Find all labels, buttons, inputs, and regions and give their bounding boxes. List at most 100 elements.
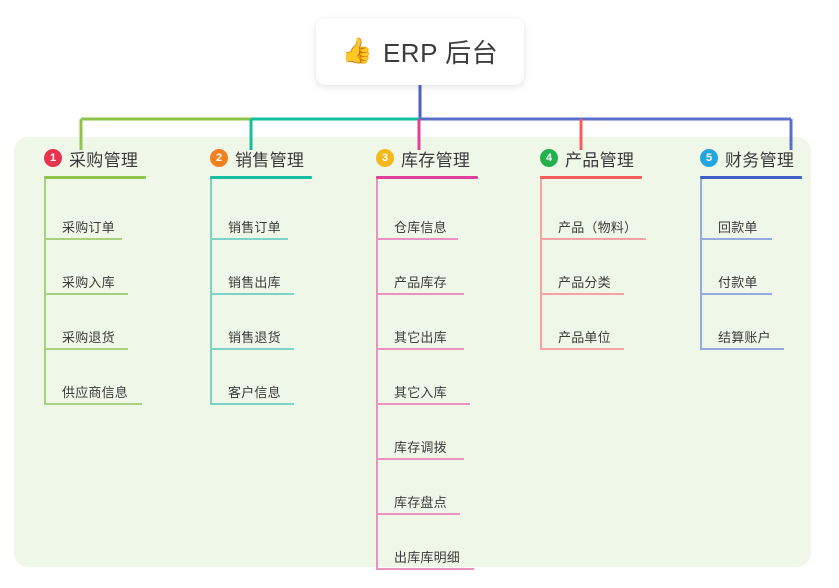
branch-spine [44, 179, 46, 405]
branch-item[interactable]: 仓库信息 [376, 185, 478, 240]
branch-item-label: 其它入库 [394, 385, 447, 400]
branch-item-underline [212, 293, 294, 295]
branch-item-label: 产品库存 [394, 275, 447, 290]
branch-header-4[interactable]: 4 产品管理 [540, 146, 642, 170]
branch-item-underline [378, 238, 458, 240]
branch-item[interactable]: 其它入库 [376, 350, 478, 405]
branch-item-label: 其它出库 [394, 330, 447, 345]
branch-item-label: 仓库信息 [394, 220, 447, 235]
branch-item[interactable]: 客户信息 [210, 350, 312, 405]
branch-item-label: 结算账户 [718, 330, 771, 345]
branch-header-1[interactable]: 1 采购管理 [44, 146, 146, 170]
branch-item[interactable]: 产品单位 [540, 295, 642, 350]
branch-item-label: 回款单 [718, 220, 758, 235]
branch-item[interactable]: 产品库存 [376, 240, 478, 295]
branch-header-bar [540, 176, 642, 179]
branch-item-label: 库存调拨 [394, 440, 447, 455]
branch-item[interactable]: 采购入库 [44, 240, 146, 295]
branch-item[interactable]: 其它出库 [376, 295, 478, 350]
root-node[interactable]: 👍 ERP 后台 [316, 18, 524, 85]
branch-item-list: 产品（物料） 产品分类产品单位 [540, 179, 646, 350]
branch-item[interactable]: 付款单 [700, 240, 802, 295]
branch-item[interactable]: 回款单 [700, 185, 802, 240]
branch-item-label: 产品分类 [558, 275, 611, 290]
branch-item-underline [212, 348, 294, 350]
branch-item-underline [542, 293, 624, 295]
branch-item-label: 销售出库 [228, 275, 281, 290]
branch-item[interactable]: 采购订单 [44, 185, 146, 240]
branch-item-underline [46, 348, 128, 350]
branch-header-bar [700, 176, 802, 179]
branch-spine [210, 179, 212, 405]
branch-item-underline [702, 238, 772, 240]
branch-item[interactable]: 销售退货 [210, 295, 312, 350]
branch-item-underline [702, 348, 784, 350]
branch-item-underline [378, 568, 474, 570]
branch-item-underline [212, 403, 294, 405]
branch-item-underline [542, 348, 624, 350]
branch-item-label: 付款单 [718, 275, 758, 290]
branch-item-list: 回款单付款单结算账户 [700, 179, 802, 350]
branch-item-label: 销售退货 [228, 330, 281, 345]
branch-item[interactable]: 出库库明细 [376, 515, 478, 570]
branch-item-label: 库存盘点 [394, 495, 447, 510]
branch-spine [700, 179, 702, 350]
branch-header-2[interactable]: 2 销售管理 [210, 146, 312, 170]
branch-title: 采购管理 [69, 150, 139, 170]
branch-header-bar [210, 176, 312, 179]
branch-number-badge: 2 [210, 149, 228, 167]
branch-item-underline [378, 403, 470, 405]
branch-item-list: 销售订单销售出库销售退货客户信息 [210, 179, 312, 405]
branch-column-4: 4 产品管理产品（物料） 产品分类产品单位 [540, 146, 646, 350]
root-node-content: 👍 ERP 后台 [342, 33, 498, 70]
branch-item-underline [378, 513, 460, 515]
branch-header-bar [376, 176, 478, 179]
branches-panel [14, 137, 811, 567]
branch-number-badge: 1 [44, 149, 62, 167]
branch-title: 产品管理 [565, 150, 635, 170]
branch-item-underline [378, 293, 464, 295]
branch-item-underline [378, 348, 464, 350]
branch-item[interactable]: 结算账户 [700, 295, 802, 350]
branch-number-badge: 4 [540, 149, 558, 167]
branch-item[interactable]: 库存盘点 [376, 460, 478, 515]
branch-item-label: 产品单位 [558, 330, 611, 345]
branch-item-label: 客户信息 [228, 385, 281, 400]
branch-item-label: 采购订单 [62, 220, 115, 235]
branch-item-underline [46, 403, 142, 405]
branch-item-label: 采购入库 [62, 275, 115, 290]
branch-item-label: 出库库明细 [394, 550, 461, 565]
branch-spine [540, 179, 542, 350]
branch-item[interactable]: 供应商信息 [44, 350, 146, 405]
branch-item-label: 采购退货 [62, 330, 115, 345]
branch-number-badge: 3 [376, 149, 394, 167]
thumbs-up-icon: 👍 [341, 37, 373, 65]
branch-header-bar [44, 176, 146, 179]
branch-title: 销售管理 [235, 150, 305, 170]
branch-item[interactable]: 采购退货 [44, 295, 146, 350]
branch-item-list: 仓库信息产品库存其它出库其它入库库存调拨库存盘点出库库明细 [376, 179, 478, 570]
branch-item-label: 供应商信息 [62, 385, 129, 400]
branch-column-1: 1 采购管理采购订单采购入库采购退货供应商信息 [44, 146, 146, 405]
branch-item-label: 销售订单 [228, 220, 281, 235]
branch-item[interactable]: 销售订单 [210, 185, 312, 240]
branch-item[interactable]: 库存调拨 [376, 405, 478, 460]
branch-item[interactable]: 销售出库 [210, 240, 312, 295]
branch-item-underline [378, 458, 464, 460]
branch-item-underline [212, 238, 288, 240]
branch-item[interactable]: 产品分类 [540, 240, 642, 295]
branch-item[interactable]: 产品（物料） [540, 185, 646, 240]
branch-item-underline [542, 238, 646, 240]
branch-item-underline [702, 293, 772, 295]
branch-title: 财务管理 [725, 150, 795, 170]
branch-item-underline [46, 293, 128, 295]
branch-item-list: 采购订单采购入库采购退货供应商信息 [44, 179, 146, 405]
branch-column-2: 2 销售管理销售订单销售出库销售退货客户信息 [210, 146, 312, 405]
branch-item-underline [46, 238, 122, 240]
branch-item-label: 产品（物料） [558, 220, 638, 235]
